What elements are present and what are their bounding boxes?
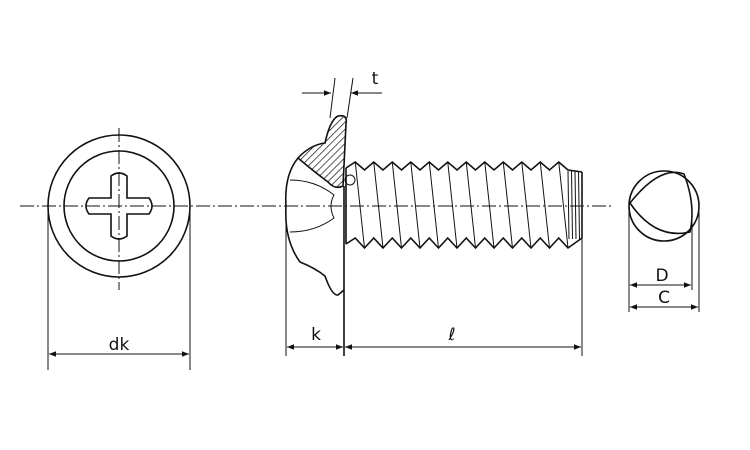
thread-line (484, 161, 495, 249)
phillips-recess (85, 172, 153, 240)
thread-line (428, 161, 439, 249)
thread-end-line (567, 170, 570, 240)
c-label: C (658, 288, 670, 308)
t-dimension: t (302, 69, 382, 119)
thread-line (539, 161, 550, 249)
thread-line (391, 161, 402, 249)
screw-side-view (284, 114, 583, 356)
dk-label: dk (109, 335, 130, 355)
thread-line (373, 161, 384, 249)
k-label: k (311, 325, 321, 345)
thread-line (447, 161, 458, 249)
length-label: ℓ (447, 325, 455, 345)
thread-end-line (574, 170, 577, 240)
t-label: t (372, 69, 379, 89)
thread-end-line (578, 170, 580, 240)
dk-dimension: dk (47, 210, 191, 370)
thread-line (354, 161, 365, 249)
screw-end-view: D C (628, 170, 700, 312)
thread-line (521, 161, 532, 249)
d-label: D (655, 266, 668, 286)
thread-line (502, 161, 513, 249)
k-dimension: k (285, 215, 343, 356)
thread-line (465, 161, 476, 249)
length-dimension: ℓ (345, 325, 581, 350)
thread-line (558, 161, 569, 249)
head-top-view (47, 134, 191, 278)
thread-end-line (571, 170, 573, 240)
thread-line (410, 161, 421, 249)
